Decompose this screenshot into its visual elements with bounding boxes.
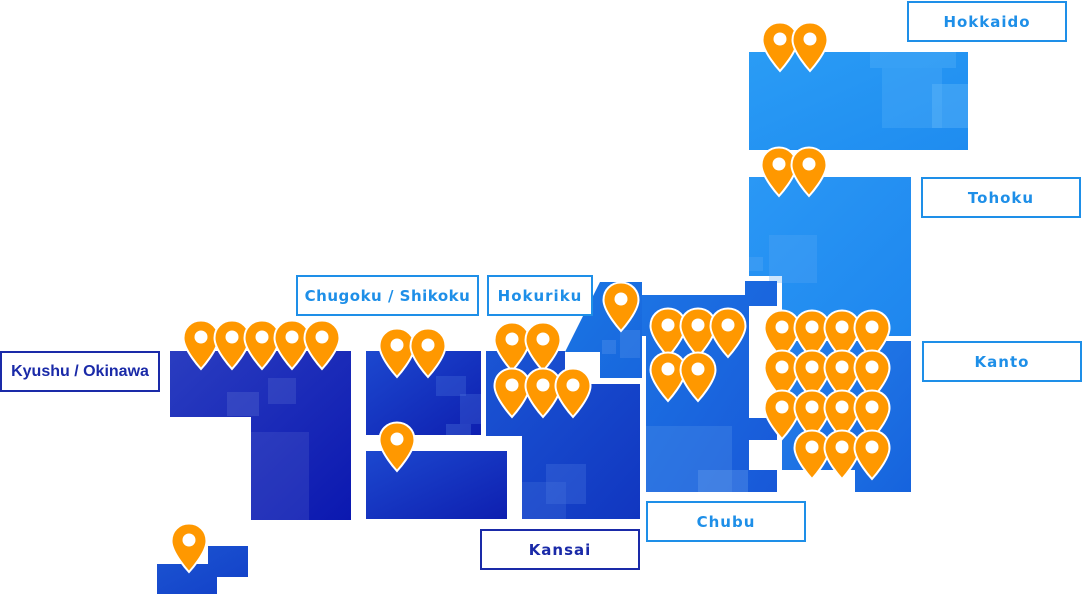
region-hokkaido[interactable]: [749, 52, 968, 150]
location-pin-icon[interactable]: [823, 429, 861, 480]
label-chugoku-shikoku-text: Chugoku / Shikoku: [304, 286, 471, 305]
label-tohoku[interactable]: Tohoku: [921, 177, 1081, 218]
label-chugoku-shikoku[interactable]: Chugoku / Shikoku: [296, 275, 479, 316]
region-tohoku[interactable]: [749, 177, 911, 336]
label-hokuriku-text: Hokuriku: [497, 286, 583, 305]
label-kansai[interactable]: Kansai: [480, 529, 640, 570]
label-hokuriku[interactable]: Hokuriku: [487, 275, 593, 316]
region-okinawa-island: [157, 546, 248, 594]
label-kansai-text: Kansai: [528, 540, 592, 559]
label-tohoku-text: Tohoku: [967, 188, 1035, 207]
location-pin-icon[interactable]: [793, 429, 831, 480]
label-chubu-text: Chubu: [696, 512, 756, 531]
label-kanto-text: Kanto: [974, 352, 1030, 371]
label-chubu[interactable]: Chubu: [646, 501, 806, 542]
label-hokkaido-text: Hokkaido: [943, 12, 1031, 31]
label-kanto[interactable]: Kanto: [922, 341, 1082, 382]
label-kyushu-okinawa-text: Kyushu / Okinawa: [11, 362, 149, 380]
label-kyushu-okinawa[interactable]: Kyushu / Okinawa: [0, 351, 160, 392]
label-hokkaido[interactable]: Hokkaido: [907, 1, 1067, 42]
region-kyushu-okinawa[interactable]: [157, 351, 351, 594]
